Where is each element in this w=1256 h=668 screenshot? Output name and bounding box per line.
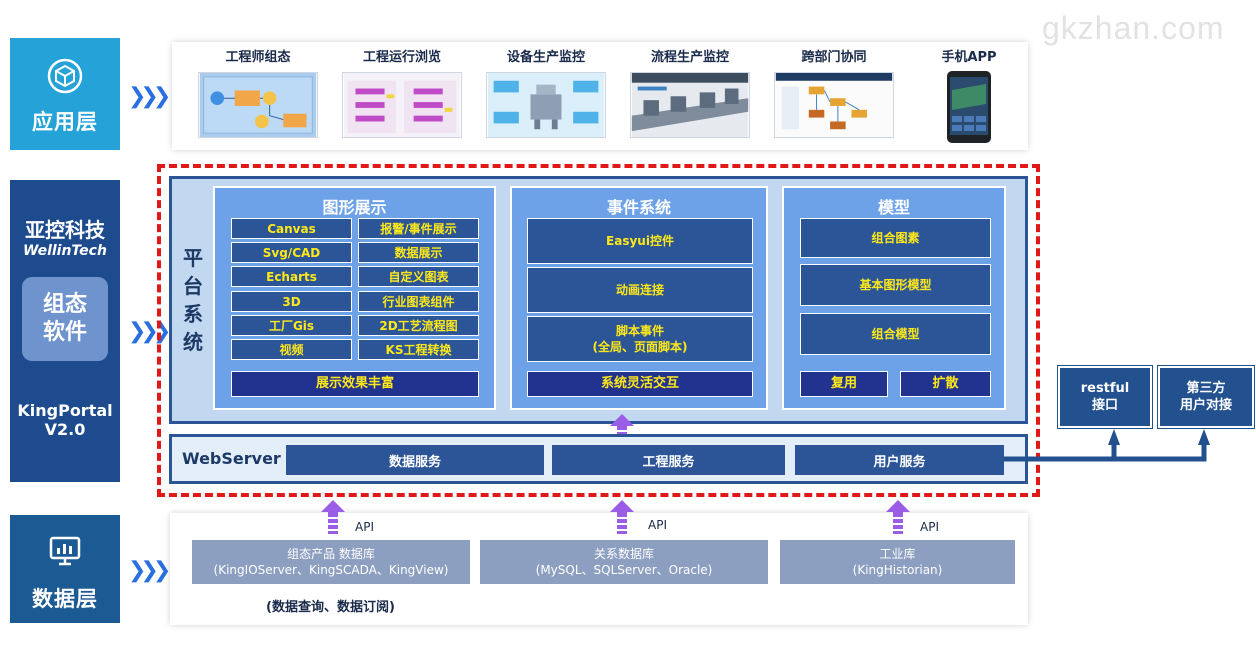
- app-item-label: 工程运行浏览: [362, 50, 441, 65]
- watermark: gkzhan.com: [1042, 10, 1225, 46]
- product-line-1: 组态: [42, 292, 87, 317]
- graphics-item[interactable]: Echarts: [231, 266, 352, 287]
- model-item[interactable]: 组合图素: [800, 218, 991, 258]
- graphics-item[interactable]: Canvas: [231, 218, 352, 239]
- app-item-project-runtime[interactable]: 工程运行浏览: [338, 48, 466, 142]
- graphics-item[interactable]: 2D工艺流程图: [358, 315, 479, 336]
- data-layer-block: 数据层: [10, 515, 120, 623]
- api-label: API: [355, 520, 374, 534]
- model-extend[interactable]: 扩散: [900, 371, 991, 397]
- project-runtime-thumbnail: [342, 72, 462, 138]
- db-title: 关系数据库: [593, 547, 654, 561]
- data-layer-title: 数据层: [32, 587, 98, 611]
- portal-name: KingPortal: [17, 401, 113, 420]
- graphics-item[interactable]: KS工程转换: [358, 339, 479, 360]
- db-title: 工业库: [879, 547, 916, 561]
- db-config-products[interactable]: 组态产品 数据库 (KingIOServer、KingSCADA、KingVie…: [192, 540, 470, 584]
- chevron-right-icon: ❯❯❯: [128, 319, 171, 344]
- app-item-cross-dept[interactable]: 跨部门协同: [770, 48, 898, 142]
- graphics-panel-title: 图形展示: [322, 198, 387, 217]
- monitor-chart-icon: [49, 536, 81, 566]
- up-arrow-icon: [610, 500, 634, 534]
- graphics-item[interactable]: 行业图表组件: [358, 291, 479, 312]
- portal-version: V2.0: [44, 420, 86, 439]
- model-reuse[interactable]: 复用: [800, 371, 888, 397]
- api-label: API: [920, 520, 939, 534]
- product-badge: 组态 软件: [22, 277, 108, 361]
- up-arrow-icon: [886, 500, 910, 534]
- process-monitor-thumbnail: [630, 72, 750, 138]
- webserver-label: WebServer: [182, 449, 281, 468]
- cube-icon: [47, 58, 83, 94]
- third-line-1: 第三方: [1186, 381, 1226, 396]
- company-name-cn: 亚控科技: [25, 218, 105, 242]
- events-panel-title: 事件系统: [606, 198, 671, 217]
- restful-line-1: restful: [1080, 381, 1130, 396]
- model-item[interactable]: 组合模型: [800, 313, 991, 355]
- app-item-equipment-monitor[interactable]: 设备生产监控: [482, 48, 610, 142]
- app-item-label: 流程生产监控: [650, 50, 729, 65]
- app-item-label: 设备生产监控: [506, 50, 585, 65]
- db-detail: (KingIOServer、KingSCADA、KingView): [213, 563, 449, 577]
- mobile-app-thumbnail: [947, 71, 991, 143]
- app-item-engineer-config[interactable]: 工程师组态: [194, 48, 322, 142]
- third-party-box[interactable]: 第三方 用户对接: [1157, 365, 1255, 429]
- db-industrial[interactable]: 工业库 (KingHistorian): [780, 540, 1015, 584]
- restful-line-2: 接口: [1091, 398, 1118, 413]
- chevron-right-icon: ❯❯❯: [128, 84, 171, 109]
- platform-label: 平台系统: [178, 244, 208, 356]
- restful-interface-box[interactable]: restful 接口: [1057, 365, 1153, 429]
- events-item[interactable]: Easyui控件: [527, 218, 753, 264]
- chevron-right-icon: ❯❯❯: [128, 558, 171, 583]
- company-name-en: WellinTech: [23, 243, 107, 259]
- engineer-config-thumbnail: [198, 72, 318, 138]
- graphics-item[interactable]: Svg/CAD: [231, 242, 352, 263]
- db-detail: (KingHistorian): [852, 563, 943, 577]
- service-user[interactable]: 用户服务: [795, 445, 1004, 475]
- graphics-item[interactable]: 视频: [231, 339, 352, 360]
- platform-label-text: 平台系统: [183, 246, 203, 354]
- app-item-label: 跨部门协同: [801, 50, 867, 65]
- cross-dept-thumbnail: [774, 72, 894, 138]
- data-note: (数据查询、数据订阅): [266, 600, 395, 615]
- graphics-footer: 展示效果丰富: [231, 371, 479, 397]
- model-panel-title: 模型: [877, 198, 910, 217]
- graphics-item[interactable]: 自定义图表: [358, 266, 479, 287]
- events-footer: 系统灵活交互: [527, 371, 753, 397]
- app-item-label: 手机APP: [941, 50, 997, 65]
- db-detail: (MySQL、SQLServer、Oracle): [535, 563, 713, 577]
- app-item-label: 工程师组态: [225, 50, 291, 65]
- service-project[interactable]: 工程服务: [552, 445, 785, 475]
- service-data[interactable]: 数据服务: [286, 445, 544, 475]
- app-layer-title: 应用层: [32, 110, 98, 134]
- graphics-item[interactable]: 报警/事件展示: [358, 218, 479, 239]
- equipment-monitor-thumbnail: [486, 72, 606, 138]
- app-item-mobile-app[interactable]: 手机APP: [932, 48, 1006, 144]
- graphics-item[interactable]: 数据展示: [358, 242, 479, 263]
- software-block: 亚控科技 WellinTech 组态 软件 KingPortal V2.0: [10, 180, 120, 482]
- application-bar: 工程师组态 工程运行浏览 设备生产监控: [172, 42, 1028, 150]
- product-line-2: 软件: [42, 320, 87, 345]
- app-item-process-monitor[interactable]: 流程生产监控: [626, 48, 754, 142]
- graphics-item[interactable]: 3D: [231, 291, 352, 312]
- events-item[interactable]: 动画连接: [527, 267, 753, 313]
- platform-dashed-outline: [157, 164, 1040, 497]
- third-line-2: 用户对接: [1179, 398, 1232, 413]
- api-label: API: [648, 518, 667, 532]
- up-arrow-icon: [321, 500, 345, 534]
- external-connector-lines: [1004, 429, 1210, 462]
- model-item[interactable]: 基本图形模型: [800, 264, 991, 306]
- events-script-item[interactable]: 脚本事件 (全局、页面脚本): [527, 316, 753, 362]
- db-title: 组态产品 数据库: [287, 547, 375, 561]
- graphics-item[interactable]: 工厂Gis: [231, 315, 352, 336]
- script-line-1: 脚本事件: [615, 324, 664, 338]
- app-layer-block: 应用层: [10, 38, 120, 150]
- db-relational[interactable]: 关系数据库 (MySQL、SQLServer、Oracle): [480, 540, 768, 584]
- script-line-2: (全局、页面脚本): [592, 340, 688, 354]
